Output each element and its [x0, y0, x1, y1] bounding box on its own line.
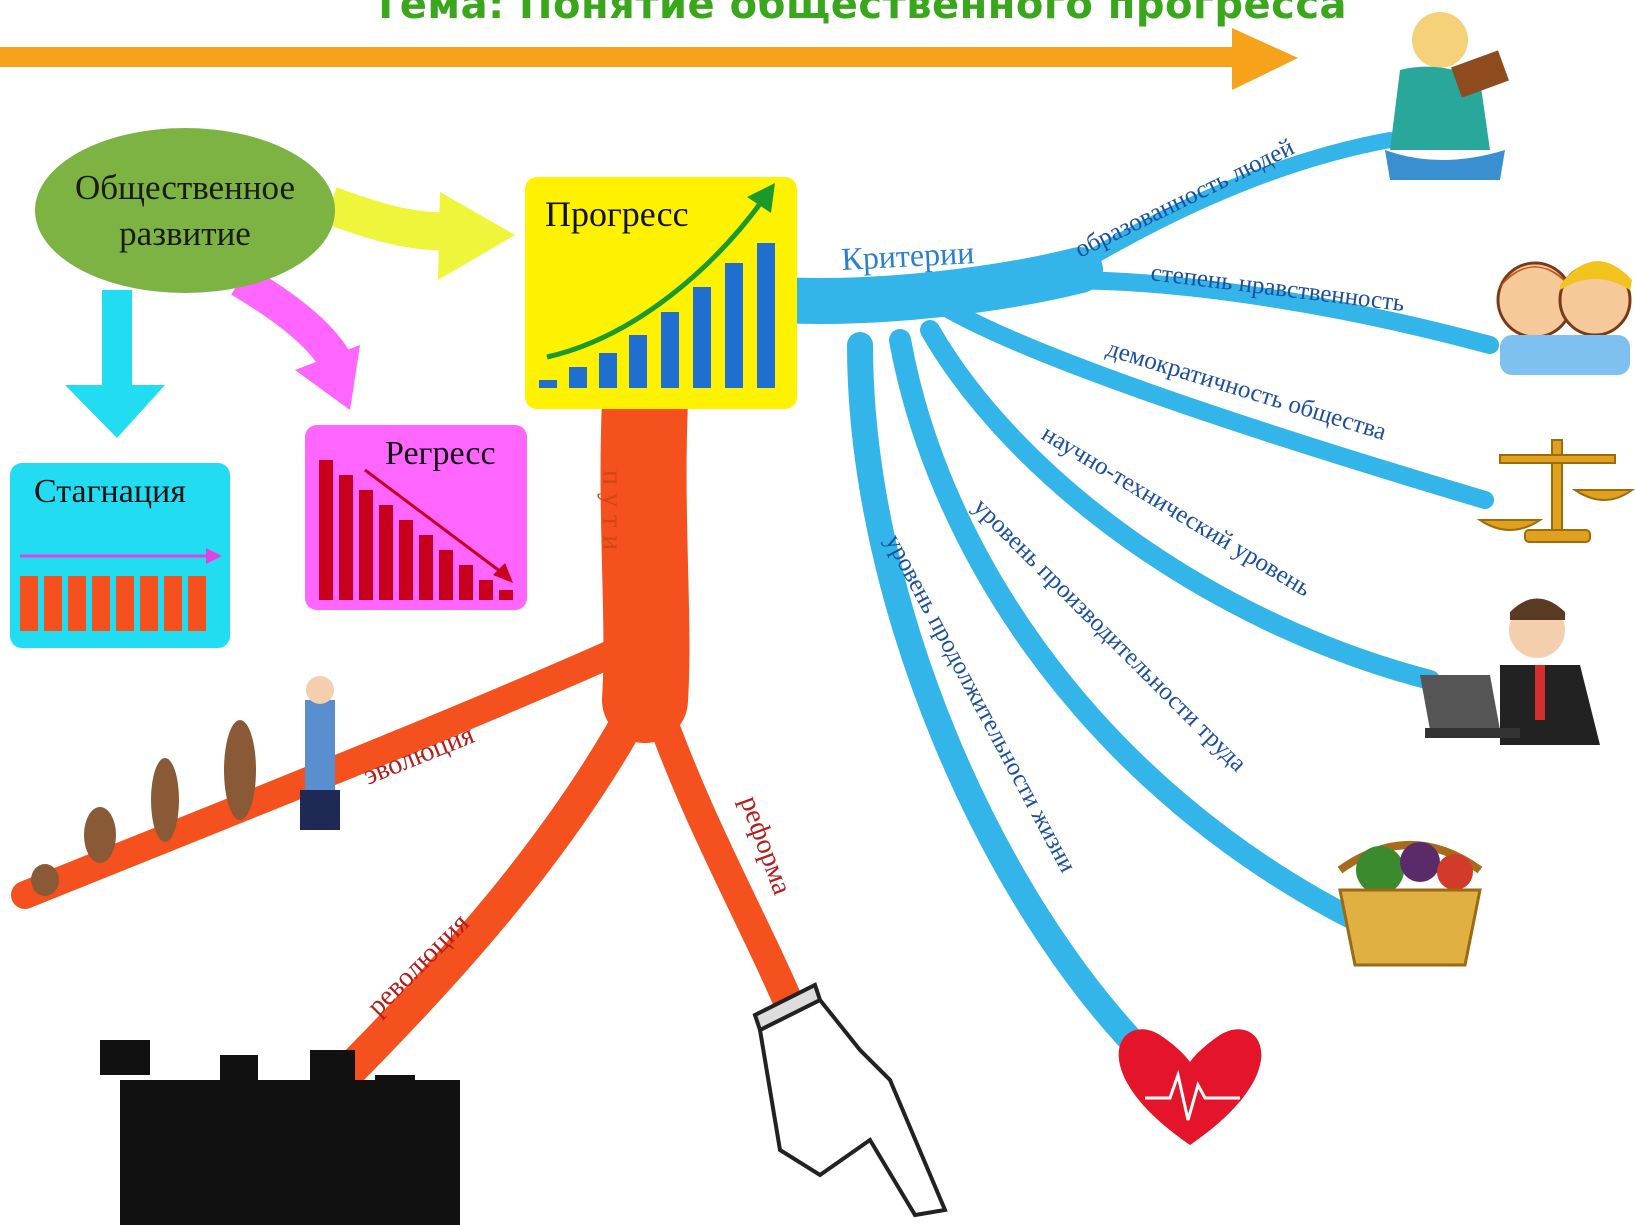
reading-woman-icon: [1385, 12, 1509, 180]
page-title: Тема: Понятие общественного прогресса: [372, 0, 1348, 28]
progress-node: Прогресс: [525, 177, 797, 409]
arrow-to-progress: [323, 187, 515, 280]
regress-node: Регресс: [305, 425, 527, 610]
regress-label: Регресс: [385, 435, 496, 472]
progress-label: Прогресс: [545, 194, 689, 234]
stagnation-node: Стагнация: [10, 463, 230, 648]
bar-chart-down-icon: [319, 460, 513, 600]
pointing-hand-icon: [752, 982, 948, 1218]
criteria-branch: [757, 132, 1499, 1073]
criteria-label: Критерии: [840, 234, 975, 277]
social-development-label: Общественное развитие: [74, 167, 296, 253]
two-kids-icon: [1496, 261, 1632, 375]
paths-label: пути: [597, 470, 628, 558]
arrow-to-stagnation: [65, 290, 165, 438]
human-evolution-icon: [31, 676, 340, 896]
social-development-node: Общественное развитие: [35, 128, 335, 293]
timeline-arrow: [0, 28, 1298, 90]
bar-chart-up-icon: [539, 183, 775, 388]
vegetable-basket-icon: [1337, 841, 1483, 967]
laptop-man-icon: [1420, 598, 1600, 745]
protest-crowd-icon: [100, 1040, 460, 1225]
scales-icon: [1476, 439, 1635, 543]
stagnation-label: Стагнация: [34, 473, 186, 510]
arrow-to-regress: [231, 265, 360, 410]
bar-chart-flat-icon: [20, 548, 222, 631]
heart-pulse-icon: [1118, 1029, 1262, 1145]
